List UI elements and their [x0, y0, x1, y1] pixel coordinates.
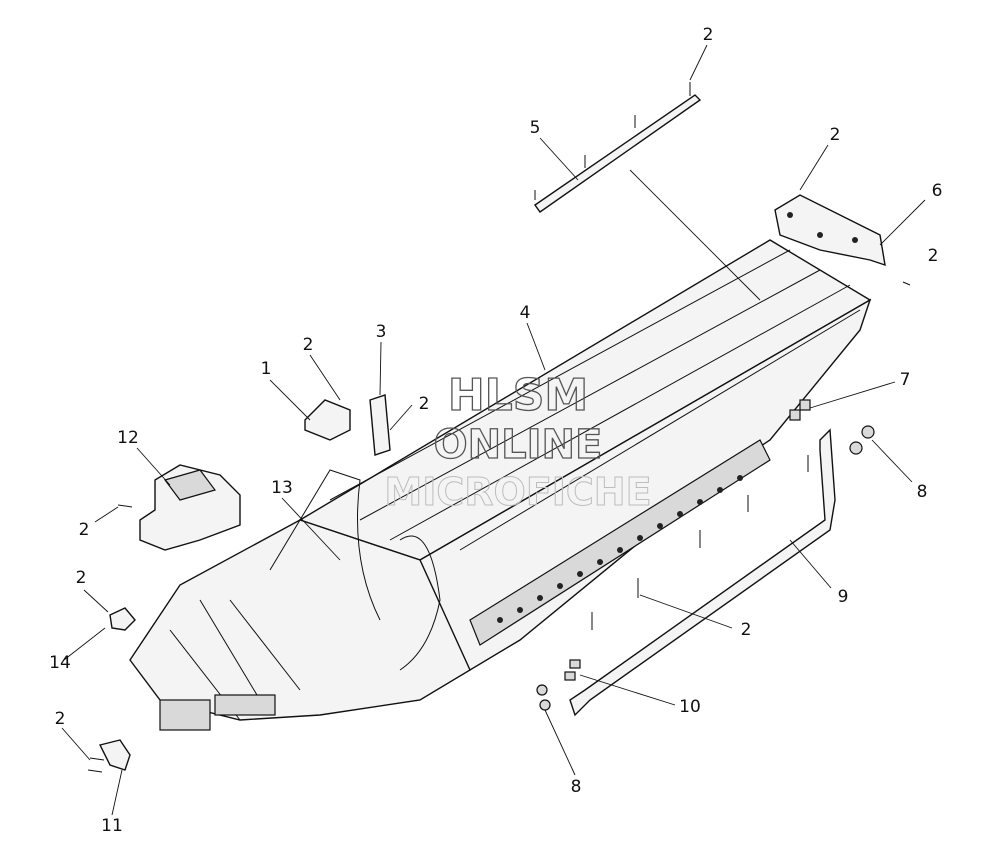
callout-label: 4 — [520, 303, 531, 323]
callout-label: 2 — [76, 568, 87, 588]
callout-label: 10 — [679, 697, 701, 717]
callout-label: 1 — [261, 359, 272, 379]
part-1-bracket — [304, 399, 351, 441]
callout-label: 11 — [101, 816, 123, 836]
watermark: HLSM ONLINE MICROFICHE — [384, 369, 652, 514]
part-9-bumper — [569, 428, 836, 717]
fasteners — [87, 281, 911, 773]
footrest-holes — [497, 475, 743, 623]
callout-label: 2 — [741, 620, 752, 640]
callout-label: 2 — [55, 709, 66, 729]
callout-label: 8 — [571, 777, 582, 797]
callout-label: 2 — [830, 125, 841, 145]
callout-label: 2 — [303, 335, 314, 355]
callout-label: 5 — [530, 118, 541, 138]
callout-label: 2 — [419, 394, 430, 414]
callout-label: 8 — [917, 482, 928, 502]
callout-label: 6 — [932, 181, 943, 201]
watermark-line-1: HLSM — [448, 370, 588, 421]
part-5-rail — [534, 82, 702, 213]
callout-label: 3 — [376, 322, 387, 342]
callout-label: 2 — [928, 246, 939, 266]
part-6-rear-bracket — [774, 194, 886, 267]
callout-label: 2 — [79, 520, 90, 540]
callout-label: 14 — [49, 653, 71, 673]
callout-label: 7 — [900, 370, 911, 390]
callout-label: 13 — [271, 478, 293, 498]
tunnel-assembly — [129, 239, 872, 731]
callout-labels: 2 5 2 6 2 4 3 2 1 2 7 12 8 13 2 9 2 2 14… — [49, 25, 942, 836]
part-14-bracket — [109, 607, 136, 631]
callout-label: 12 — [117, 428, 139, 448]
callout-label: 2 — [703, 25, 714, 45]
callout-label: 9 — [838, 587, 849, 607]
part-12-support — [139, 464, 241, 551]
watermark-line-3: MICROFICHE — [384, 470, 651, 514]
watermark-line-2: ONLINE — [434, 422, 603, 468]
part-3-bracket — [369, 394, 391, 456]
part-11-bracket — [98, 739, 131, 771]
leader-lines — [61, 44, 926, 816]
